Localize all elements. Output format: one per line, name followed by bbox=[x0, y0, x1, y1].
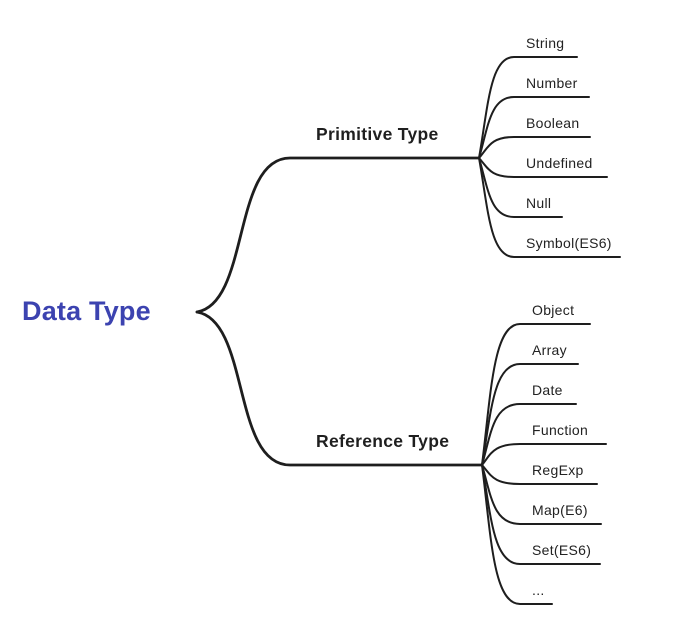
leaf-node-ellipsis: ... bbox=[532, 582, 545, 598]
connector-leaf-string bbox=[478, 56, 578, 159]
leaf-node-symbol-es6: Symbol(ES6) bbox=[526, 235, 612, 251]
leaf-node-string: String bbox=[526, 35, 565, 51]
leaf-node-object: Object bbox=[532, 302, 575, 318]
branch-node-primitive-type: Primitive Type bbox=[316, 124, 439, 144]
connector-leaf-symbol bbox=[478, 157, 621, 258]
connector-leaf-array bbox=[481, 363, 579, 466]
connector-root-to-primitive bbox=[195, 156, 481, 314]
root-node-data-type: Data Type bbox=[22, 296, 151, 326]
leaf-node-map-e6: Map(E6) bbox=[532, 502, 588, 518]
leaf-node-undefined: Undefined bbox=[526, 155, 593, 171]
connector-leaf-regexp bbox=[481, 464, 598, 485]
leaf-node-date: Date bbox=[532, 382, 563, 398]
leaf-node-number: Number bbox=[526, 75, 578, 91]
connector-leaf-boolean bbox=[478, 136, 591, 159]
connector-leaf-date bbox=[481, 403, 577, 466]
leaf-node-function: Function bbox=[532, 422, 589, 438]
connector-leaf-object bbox=[481, 323, 591, 466]
leaf-node-boolean: Boolean bbox=[526, 115, 580, 131]
connector-leaf-undefined bbox=[478, 157, 608, 178]
connector-leaf-function bbox=[481, 443, 607, 466]
connector-leaf-more bbox=[481, 464, 553, 605]
connector-leaf-map bbox=[481, 464, 602, 525]
connector-leaf-number bbox=[478, 96, 590, 159]
leaf-node-set-es6: Set(ES6) bbox=[532, 542, 592, 558]
branch-node-reference-type: Reference Type bbox=[316, 431, 450, 451]
leaf-node-regexp: RegExp bbox=[532, 462, 584, 478]
leaf-node-array: Array bbox=[532, 342, 567, 358]
connector-root-to-reference bbox=[195, 310, 484, 467]
leaf-node-null: Null bbox=[526, 195, 552, 211]
connector-leaf-null bbox=[478, 157, 563, 218]
